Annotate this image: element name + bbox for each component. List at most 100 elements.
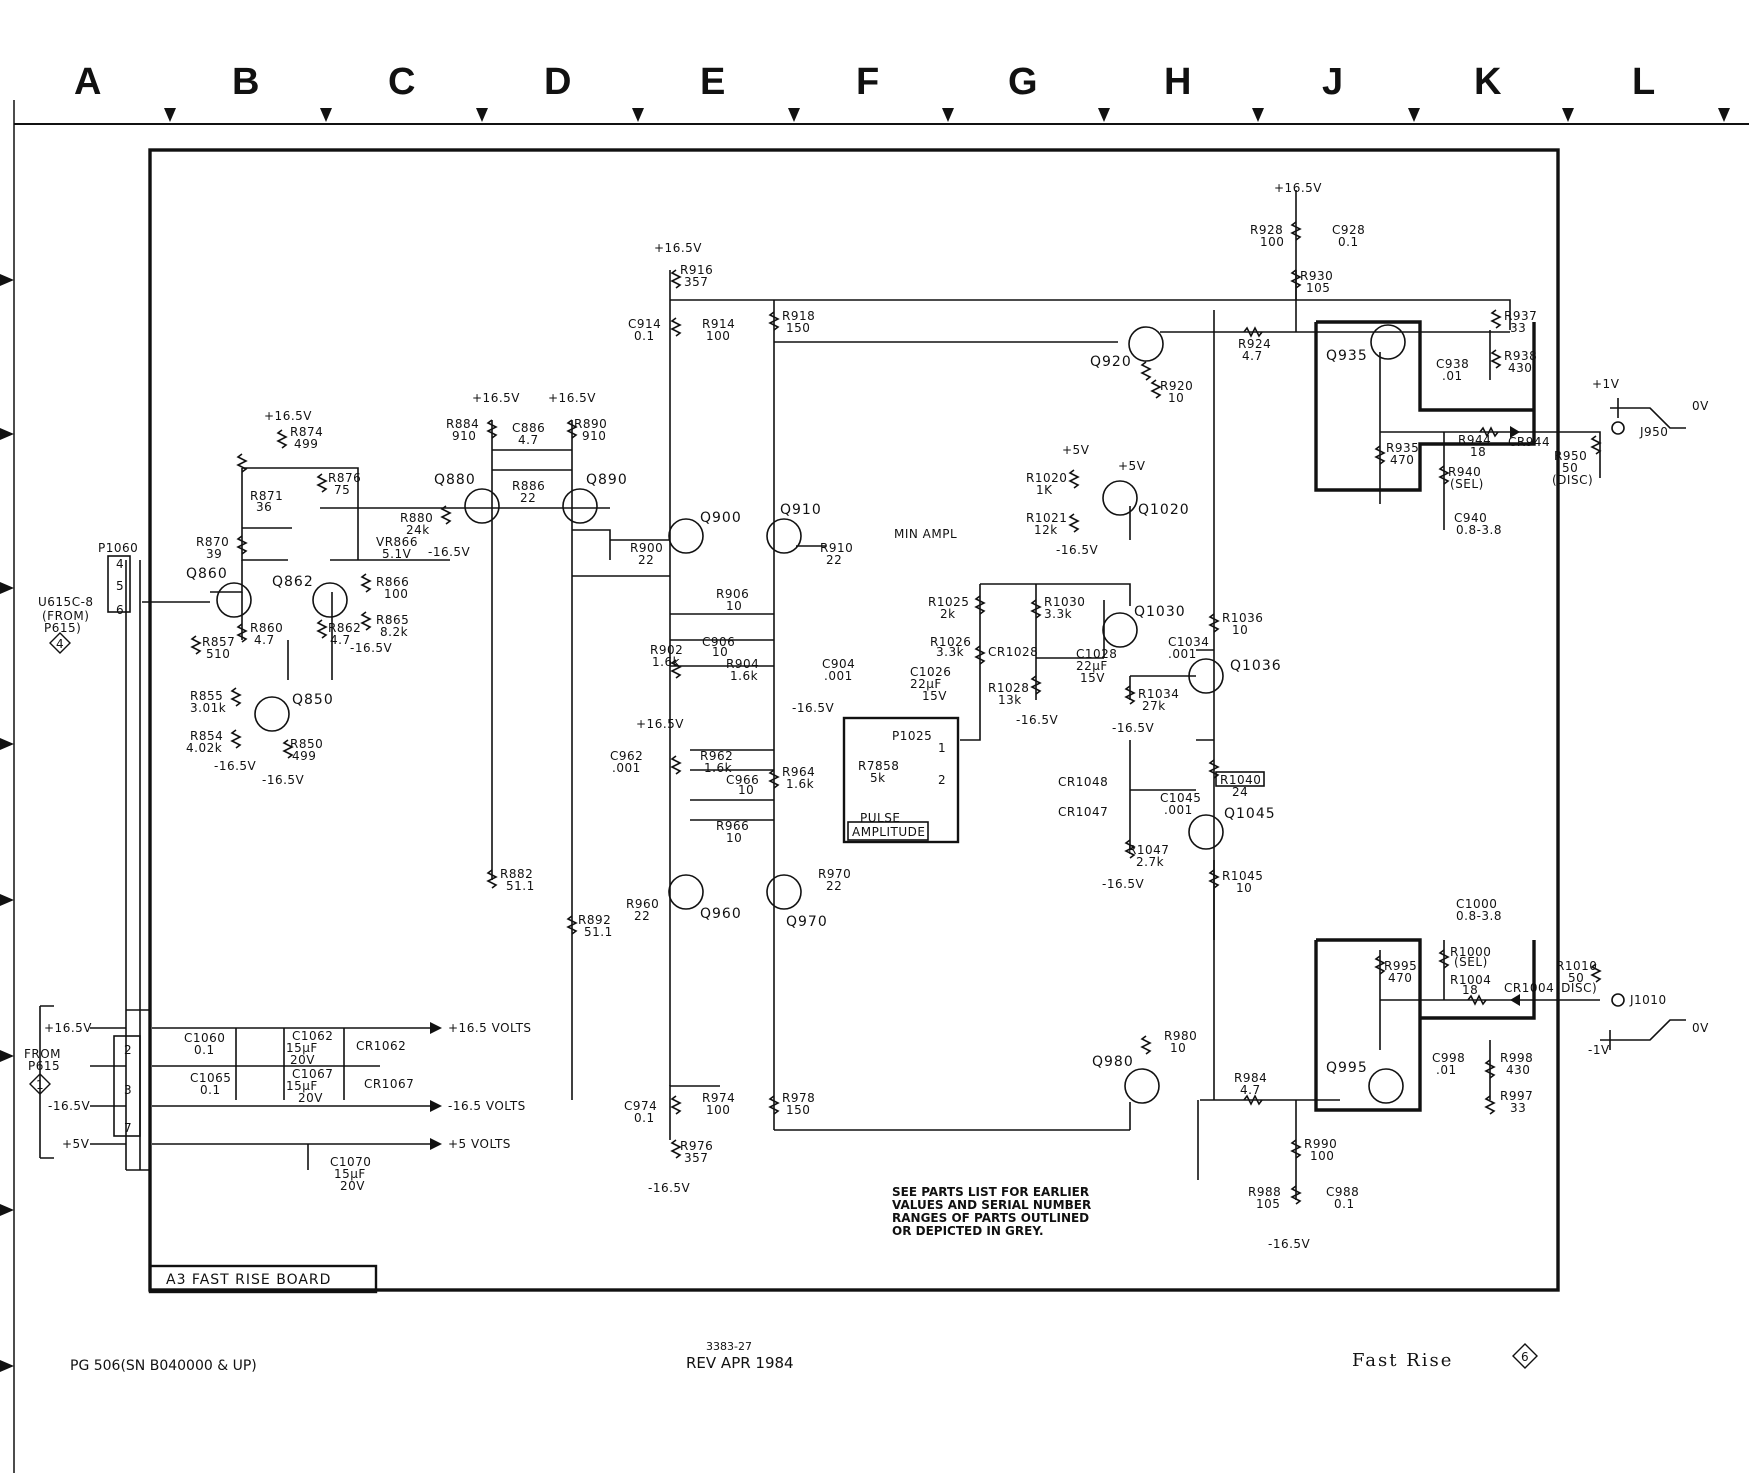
q890-symbol	[562, 488, 598, 524]
q1045-symbol	[1188, 814, 1224, 850]
pin-6: 6	[116, 603, 124, 617]
r910-ref: R910	[820, 541, 853, 555]
label-0v-top: 0V	[1692, 399, 1709, 413]
node-p5-a: +5V	[1062, 443, 1090, 457]
p1060-connector-block	[107, 555, 131, 613]
c1070-volt: 20V	[340, 1179, 365, 1193]
node-p165-b: +16.5V	[472, 391, 520, 405]
node-n165-g: -16.5V	[1016, 713, 1059, 727]
c928-ref: C928	[1332, 223, 1365, 237]
c1028-ref: C1028	[1076, 647, 1117, 661]
r884-ref: R884	[446, 417, 479, 431]
r974-ref: R974	[702, 1091, 735, 1105]
r924-ref: R924	[1238, 337, 1271, 351]
c938-ref: C938	[1436, 357, 1469, 371]
col-k: K	[1474, 61, 1502, 103]
r1028-val: 13k	[998, 693, 1022, 707]
c1034-val: .001	[1168, 647, 1197, 661]
cr1047-ref: CR1047	[1058, 805, 1108, 819]
q995-label: Q995	[1326, 1060, 1368, 1076]
q860-label: Q860	[186, 566, 228, 582]
node-n165-j: -16.5V	[648, 1181, 691, 1195]
r1004-ref: R1004	[1450, 973, 1491, 987]
label-from-2: P615)	[44, 621, 81, 635]
r870-ref: R870	[196, 535, 229, 549]
r902-val: 1.6k	[652, 655, 680, 669]
c1062-volt: 20V	[290, 1053, 315, 1067]
q860-symbol	[216, 582, 252, 618]
c1000-val: 0.8-3.8	[1456, 909, 1502, 923]
p1025-ref: P1025	[892, 729, 932, 743]
node-n165-c: -16.5V	[214, 759, 257, 773]
r1040-box	[1215, 771, 1265, 787]
r865-ref: R865	[376, 613, 409, 627]
r935-ref: R935	[1386, 441, 1419, 455]
col-b: B	[232, 61, 259, 103]
r900-ref: R900	[630, 541, 663, 555]
q920-label: Q920	[1090, 354, 1132, 370]
p1025-pin1: 1	[938, 741, 946, 755]
q970-label: Q970	[786, 914, 828, 930]
r997-ref: R997	[1500, 1089, 1533, 1103]
c906-val: 10	[712, 645, 728, 659]
r876-ref: R876	[328, 471, 361, 485]
r944-ref: R944	[1458, 433, 1491, 447]
r874-ref: R874	[290, 425, 323, 439]
p1025-pin2: 2	[938, 773, 946, 787]
r860-val: 4.7	[254, 633, 275, 647]
note-line-4: OR DEPICTED IN GREY.	[892, 1224, 1044, 1238]
node-p5-b: +5V	[1118, 459, 1146, 473]
r900-val: 22	[638, 553, 654, 567]
node-n165-a: -16.5V	[428, 545, 471, 559]
node-p165-c: +16.5V	[548, 391, 596, 405]
r1040-val: 24	[1232, 785, 1248, 799]
r865-val: 8.2k	[380, 625, 408, 639]
board-outline	[148, 148, 1560, 1292]
q900-label: Q900	[700, 510, 742, 526]
r964-ref: R964	[782, 765, 815, 779]
r990-val: 100	[1310, 1149, 1334, 1163]
r988-val: 105	[1256, 1197, 1280, 1211]
r892-val: 51.1	[584, 925, 613, 939]
r916-ref: R916	[680, 263, 713, 277]
supply-in-p165: +16.5V	[44, 1021, 92, 1035]
r1021-ref: R1021	[1026, 511, 1067, 525]
p615-connector-block	[113, 1035, 141, 1137]
r904-val: 1.6k	[730, 669, 758, 683]
r914-ref: R914	[702, 317, 735, 331]
column-headers: A B C D E F G H J K L	[74, 61, 1655, 103]
q862-symbol	[312, 582, 348, 618]
q862-label: Q862	[272, 574, 314, 590]
r904-ref: R904	[726, 657, 759, 671]
r970-val: 22	[826, 879, 842, 893]
badge-diamond-1	[29, 1073, 51, 1095]
r855-val: 3.01k	[190, 701, 226, 715]
badge-diamond-4	[49, 632, 71, 654]
r998-val: 430	[1506, 1063, 1530, 1077]
r978-val: 150	[786, 1103, 810, 1117]
badge-diamond-6	[1512, 1343, 1538, 1369]
label-plus1v: +1V	[1592, 377, 1620, 391]
label-from: FROM	[24, 1047, 61, 1061]
cr1028-ref: CR1028	[988, 645, 1038, 659]
col-j: J	[1322, 61, 1343, 103]
q900-symbol	[668, 518, 704, 554]
label-j1010: J1010	[1629, 993, 1667, 1007]
label-p1060: P1060	[98, 541, 138, 555]
col-a: A	[74, 61, 101, 103]
label-0v-bottom: 0V	[1692, 1021, 1709, 1035]
q1020-symbol	[1102, 480, 1138, 516]
r984-val: 4.7	[1240, 1083, 1261, 1097]
q910-label: Q910	[780, 502, 822, 518]
output-region-bottom	[1314, 938, 1536, 1112]
r1000-ref: R1000	[1450, 945, 1491, 959]
r870-val: 39	[206, 547, 222, 561]
c1026-ref: C1026	[910, 665, 951, 679]
r892-ref: R892	[578, 913, 611, 927]
q995-symbol	[1368, 1068, 1404, 1104]
r920-val: 10	[1168, 391, 1184, 405]
c1026-volt: 15V	[922, 689, 947, 703]
r1010-ref: R1010	[1556, 959, 1597, 973]
r970-ref: R970	[818, 867, 851, 881]
